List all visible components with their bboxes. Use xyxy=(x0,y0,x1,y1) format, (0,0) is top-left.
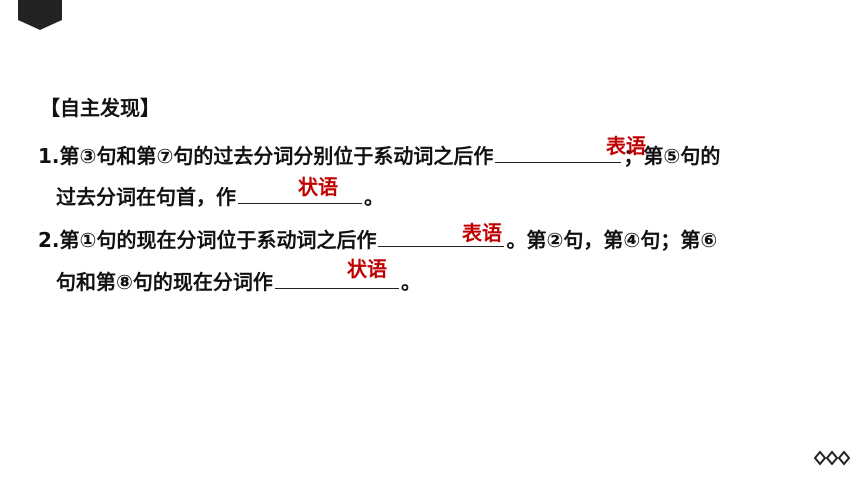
section-heading: 【自主发现】 xyxy=(40,96,160,120)
item-2-answer-2: 状语 xyxy=(347,257,387,281)
item-2-answer-1: 表语 xyxy=(462,221,502,245)
item-1-line-1: 1.第③句和第⑦句的过去分词分别位于系动词之后作 ；第⑤句的 xyxy=(38,142,720,168)
item-1-blank-2 xyxy=(238,183,362,204)
item-2-text-d: 。 xyxy=(400,270,421,294)
item-2-line-1: 2.第①句的现在分词位于系动词之后作 。第②句，第④句；第⑥ xyxy=(38,226,717,252)
item-1-text-b: ；第⑤句的 xyxy=(623,144,721,168)
item-2-text-a: 2.第①句的现在分词位于系动词之后作 xyxy=(38,228,377,252)
pentagon-tab-icon xyxy=(18,0,62,30)
item-1-blank-1 xyxy=(495,142,622,163)
item-1-answer-2: 状语 xyxy=(298,175,338,199)
item-1-answer-1: 表语 xyxy=(606,134,646,158)
item-2-text-b: 。第②句，第④句；第⑥ xyxy=(506,228,718,252)
diamond-dots-icon[interactable] xyxy=(814,450,850,466)
item-2-blank-2 xyxy=(274,268,399,289)
item-1-text-c: 过去分词在句首，作 xyxy=(56,185,236,209)
item-1-line-2: 过去分词在句首，作 。 xyxy=(56,183,384,209)
item-1-text-a: 1.第③句和第⑦句的过去分词分别位于系动词之后作 xyxy=(38,144,494,168)
item-2-text-c: 句和第⑧句的现在分词作 xyxy=(56,270,273,294)
item-1-text-d: 。 xyxy=(364,185,384,209)
item-2-line-2: 句和第⑧句的现在分词作 。 xyxy=(56,268,421,294)
item-2-blank-1 xyxy=(378,226,505,247)
